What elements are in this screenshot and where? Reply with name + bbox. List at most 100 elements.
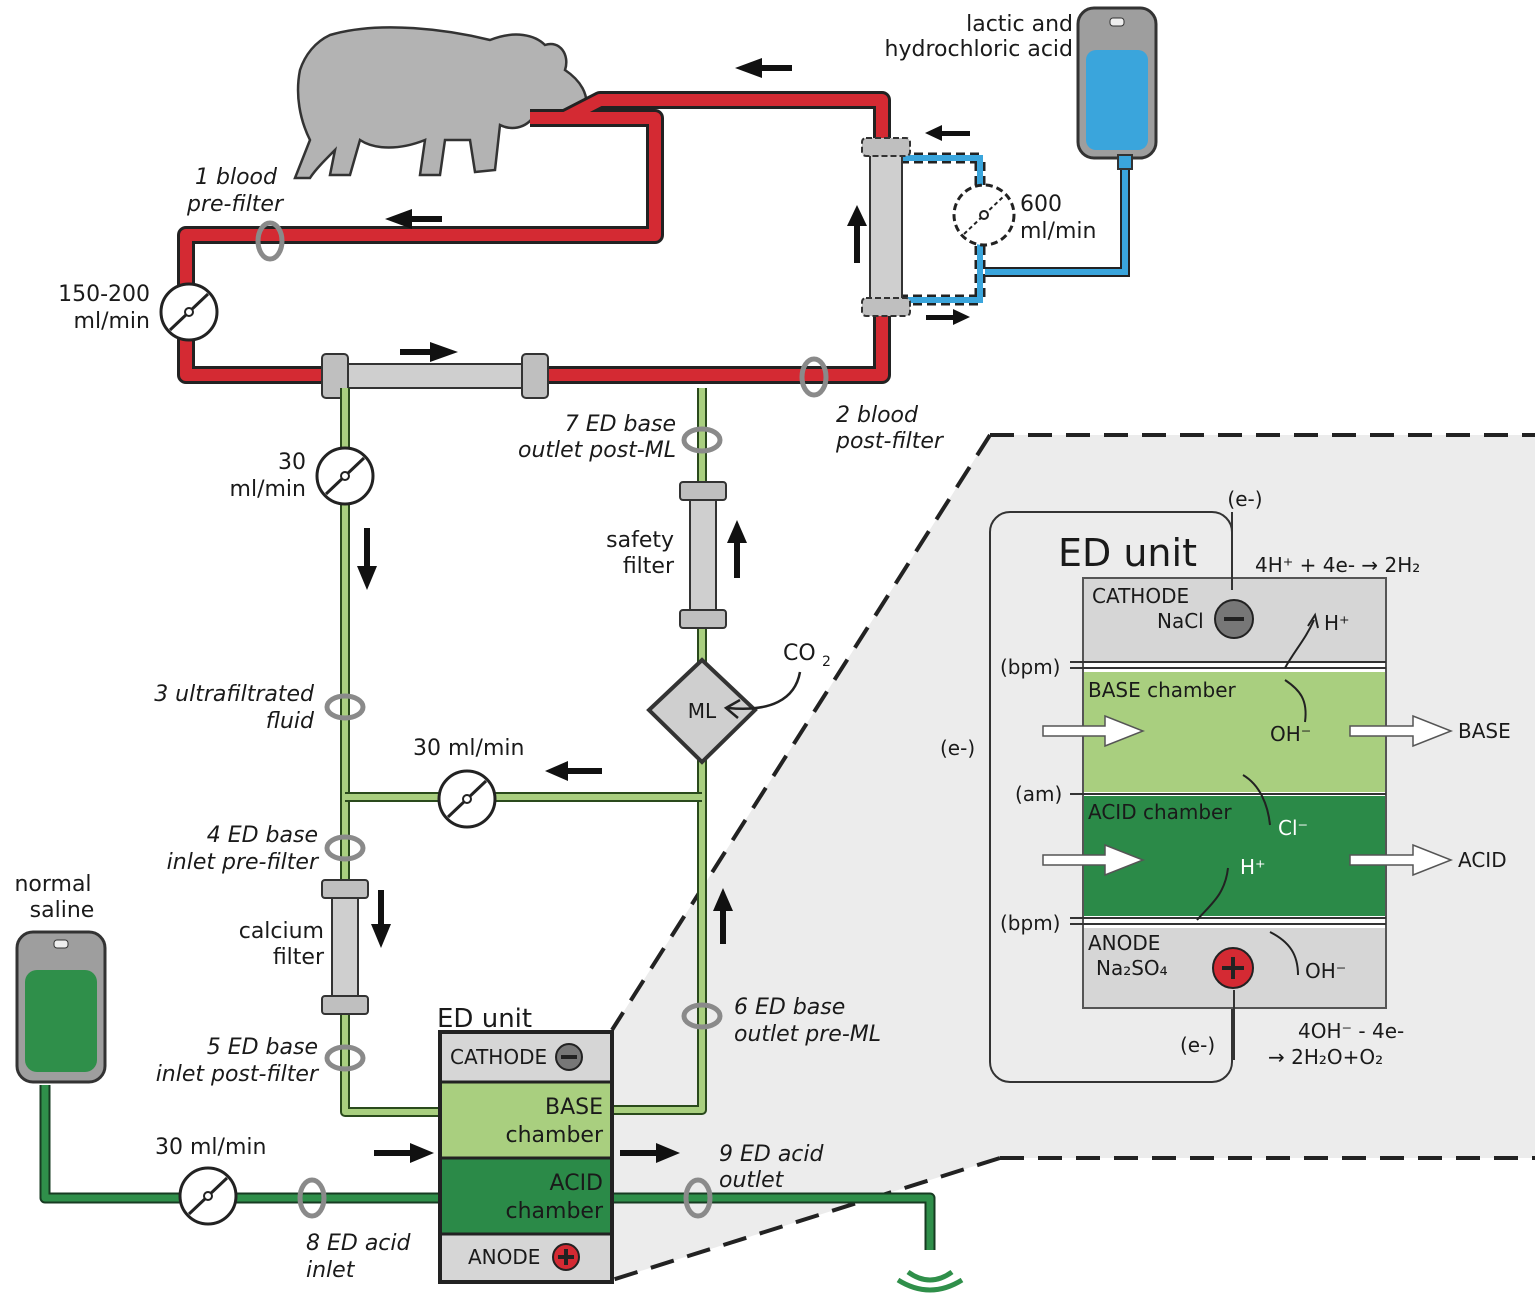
label-ed5-2: inlet post-filter [156,1062,320,1087]
inset-edge-diag [611,1156,1001,1282]
label-acid-bag-1: lactic and [966,12,1073,37]
small-base-label-1: BASE [545,1095,603,1120]
na2so4-label: Na₂SO₄ [1096,956,1168,980]
acid-outflow-arrow [1349,843,1454,877]
labels: 1 blood pre-filter 150-200 ml/min lactic… [14,12,1096,1283]
inset-edge-left [610,433,992,1032]
e-left-label: (e-) [940,736,975,760]
port-1 [255,220,285,262]
anode-label: ANODE [1088,931,1160,955]
label-blood-pre-2: pre-filter [186,192,285,217]
port-9 [683,1177,713,1219]
flow-arrows [357,58,970,1163]
small-cathode-label: CATHODE [450,1045,547,1069]
label-ed7-1: 7 ED base [565,412,676,437]
bpm-bottom-label: (bpm) [1000,911,1060,935]
port-6 [681,1002,723,1030]
label-ed6-2: outlet pre-ML [734,1022,881,1047]
small-acid-label-2: chamber [506,1199,604,1224]
label-flow-blood-1: 150-200 [58,282,150,307]
label-calcium-1: calcium [239,919,324,944]
small-base-label-2: chamber [506,1123,604,1148]
oh-minus-label: OH⁻ [1270,722,1311,746]
label-saline-1: normal [14,872,91,897]
label-ed6-1: 6 ED base [734,995,845,1020]
acid-bag [1076,6,1158,170]
label-co2-sub: 2 [822,654,831,670]
reaction-top: 4H⁺ + 4e- → 2H₂ [1255,553,1420,577]
bpm-top-label: (bpm) [1000,655,1060,679]
label-uf3-1: 3 ultrafiltrated [154,682,315,707]
detail-ed-unit: ED unit (e-) 4H⁺ + 4e- → 2H₂ CATHODE NaC… [940,487,1511,1083]
ml-label: ML [688,699,717,723]
saline-bag [15,930,107,1084]
e-bottom-label: (e-) [1180,1033,1215,1057]
acid-pump [952,183,1016,247]
h-plus-acid: H⁺ [1240,855,1266,879]
label-safety-2: filter [623,554,675,579]
nacl-label: NaCl [1157,609,1204,633]
cl-minus-label: Cl⁻ [1278,816,1308,840]
small-ed-unit-title: ED unit [437,1004,532,1034]
cathode-label: CATHODE [1092,584,1189,608]
hemofilter [861,137,911,317]
label-blood-pre-1: 1 blood [195,165,278,190]
label-safety-1: safety [606,528,674,553]
port-3 [324,693,366,721]
label-ed4-2: inlet pre-filter [167,850,320,875]
label-flow-blood-2: ml/min [74,309,150,334]
label-ed8-2: inlet [306,1258,356,1283]
sampling-ports [255,220,829,1219]
label-flow-saline: 30 ml/min [155,1135,266,1160]
port-7 [681,426,723,454]
base-outflow-arrow [1349,714,1454,748]
label-co2: CO [783,641,816,666]
oh-anode-label: OH⁻ [1305,959,1346,983]
base-out-label: BASE [1458,719,1511,743]
label-flow-uf-1: 30 [278,450,306,475]
safety-filter [679,481,727,629]
label-ed9-2: outlet [719,1168,785,1193]
blood-pump [159,282,219,342]
reaction-bottom-1: 4OH⁻ - 4e- [1298,1019,1404,1043]
label-calcium-2: filter [273,945,325,970]
label-ed9-1: 9 ED acid [719,1142,825,1167]
detail-title: ED unit [1058,531,1197,575]
calcium-filter [321,879,369,1015]
label-blood-post-2: post-filter [835,429,945,454]
label-flow-acid-1: 600 [1020,192,1062,217]
acid-out-label: ACID [1458,848,1507,872]
small-ed-unit: ED unit CATHODE BASE chamber ACID chambe… [437,1004,614,1284]
port-2 [799,356,829,398]
saline-circuit [39,1085,936,1250]
label-ed5-1: 5 ED base [207,1035,318,1060]
reaction-bottom-2: → 2H₂O+O₂ [1268,1045,1383,1069]
acid-chamber-label: ACID chamber [1088,800,1232,824]
uf-pump [315,446,375,506]
e-top-label: (e-) [1227,487,1262,511]
recirc-pump [437,769,497,829]
label-ed8-1: 8 ED acid [306,1231,412,1256]
blood-circuit [177,91,891,384]
acid-inflow-arrow [1042,843,1146,877]
small-anode-label: ANODE [468,1245,540,1269]
h-plus-top: H⁺ [1324,611,1350,635]
co2-arrow [727,671,802,710]
pig-silhouette [293,26,588,180]
label-saline-2: saline [30,898,95,923]
label-flow-acid-2: ml/min [1020,219,1096,244]
label-blood-post-1: 2 blood [836,403,919,428]
ultrafilter [321,353,549,399]
label-flow-recirc: 30 ml/min [413,736,524,761]
label-acid-bag-2: hydrochloric acid [885,37,1073,62]
base-chamber-label: BASE chamber [1088,678,1237,702]
label-ed7-2: outlet post-ML [518,438,676,463]
port-8 [297,1177,327,1219]
label-ed4-1: 4 ED base [207,823,318,848]
label-uf3-2: fluid [266,709,315,734]
port-5 [324,1044,366,1072]
membrane-lung: ML [646,657,758,765]
saline-pump [178,1166,238,1226]
